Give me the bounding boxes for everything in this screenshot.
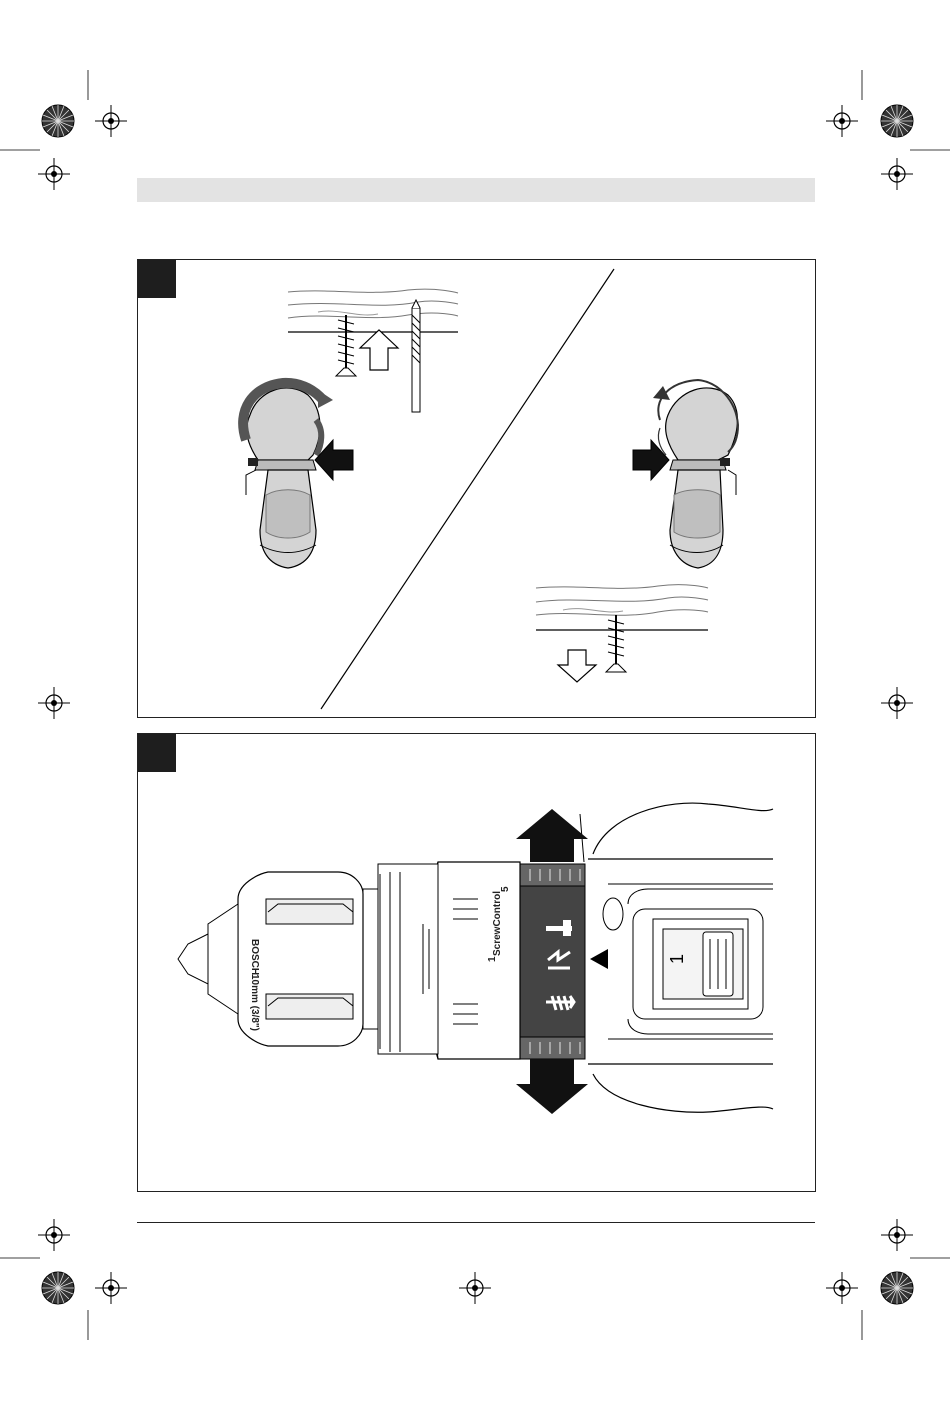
diagonal-divider (321, 269, 614, 709)
figure-1-panel (137, 259, 816, 718)
slide-arrow-down-icon (516, 1059, 588, 1114)
figure-1-illustration (138, 260, 817, 719)
figure-2-panel: 1 (137, 733, 816, 1192)
gear-selector-value: 1 (667, 954, 687, 964)
chuck-brand-label: BOSCH (249, 939, 260, 975)
clutch-scale-max: 5 (500, 886, 511, 892)
drill-bit-icon (412, 300, 420, 412)
screwcontrol-collar: 1 ScrewControl 5 (431, 862, 521, 1059)
drill-right-icon (666, 388, 738, 568)
starburst-mark-top-left (42, 105, 74, 137)
header-bar (137, 178, 815, 202)
slide-arrow-up-icon (516, 809, 588, 862)
starburst-mark-bottom-right (881, 1272, 913, 1304)
wood-block-top-left (288, 289, 458, 332)
chuck-size-label: 10mm (3/8") (249, 974, 260, 1031)
drill-left-icon (246, 388, 320, 568)
screw-icon (336, 315, 356, 376)
push-arrow-right-icon (633, 440, 669, 480)
ribbed-collar (378, 864, 438, 1054)
figure-2-illustration: 1 (138, 734, 817, 1193)
up-arrow-icon (360, 330, 398, 370)
starburst-mark-bottom-left (42, 1272, 74, 1304)
gear-selector-switch[interactable]: 1 (663, 929, 743, 999)
indicator-triangle-icon (590, 949, 608, 969)
screw-out-icon (606, 615, 626, 672)
starburst-mark-top-right (881, 105, 913, 137)
footer-rule (137, 1222, 815, 1223)
down-arrow-icon (558, 650, 596, 682)
keyless-chuck: BOSCH 10mm (3/8") (178, 872, 378, 1046)
clutch-brand-label: ScrewControl (492, 891, 503, 956)
clutch-ring[interactable] (520, 864, 585, 1059)
